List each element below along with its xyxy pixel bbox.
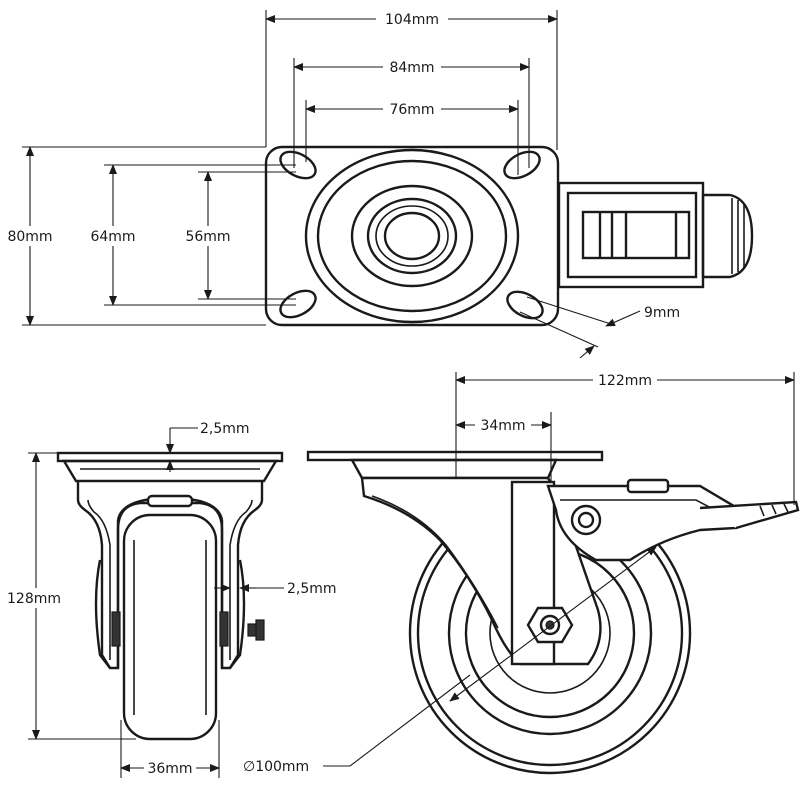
brake-pedal-top-view: [557, 181, 754, 289]
dim-swivel-reach: 122mm: [598, 373, 652, 389]
swivel-ring-5: [375, 205, 449, 267]
mounting-plate: [264, 145, 560, 327]
dim-hole-vertical-inner: 56mm: [185, 229, 230, 245]
mounting-hole-bottom-left: [279, 289, 317, 319]
dim-slot-width: 9mm: [644, 305, 680, 321]
dim-hole-vertical-outer: 64mm: [90, 229, 135, 245]
swivel-ring-3: [350, 184, 474, 288]
front-view: 2,5mm 2,5mm 128mm 36mm: [4, 421, 337, 778]
dim-hole-spacing-inner: 76mm: [389, 102, 434, 118]
mounting-hole-top-right: [503, 150, 541, 180]
swivel-ring-outer: [304, 148, 520, 324]
front-wheel: [122, 513, 218, 741]
dim-offset: 34mm: [480, 418, 525, 434]
dim-wheel-diameter: ∅100mm: [243, 759, 309, 775]
mounting-hole-top-left: [279, 150, 317, 180]
dim-wheel-width: 36mm: [147, 761, 192, 777]
dim-plate-height: 80mm: [7, 229, 52, 245]
front-swivel-head: [61, 459, 279, 483]
dim-fork-thickness: 2,5mm: [287, 581, 337, 597]
dim-plate-thickness: 2,5mm: [200, 421, 250, 437]
top-view: 104mm 84mm 76mm 80mm 64mm 56mm 9mm: [4, 9, 754, 359]
side-view: 122mm 34mm ∅100mm: [243, 370, 800, 775]
dim-top-width: 104mm: [385, 12, 439, 28]
dim-total-height: 128mm: [7, 591, 61, 607]
swivel-ring-4: [366, 197, 458, 275]
swivel-ring-2: [316, 159, 508, 313]
side-swivel-head: [349, 458, 558, 480]
dim-hole-spacing-outer: 84mm: [389, 60, 434, 76]
mounting-hole-bottom-right: [506, 290, 544, 320]
swivel-ring-inner: [383, 211, 441, 261]
